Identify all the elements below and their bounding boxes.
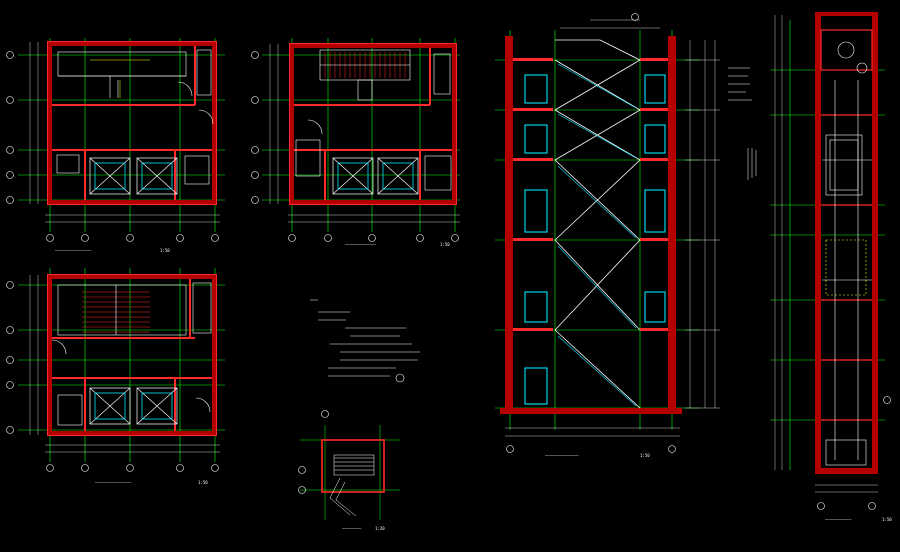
plan-top-left: ――――――――――――――― 1:50 bbox=[6, 38, 225, 253]
elevator-shaft-title: ――――――――――― bbox=[825, 517, 852, 522]
plan-bottom-left-scale: 1:50 bbox=[198, 480, 208, 485]
stair-section-title: ―――――――――――――― bbox=[545, 453, 579, 458]
level-legend bbox=[728, 67, 757, 180]
plan-top-left-scale: 1:50 bbox=[160, 248, 170, 253]
plan-top-mid-title: ――――――――――――― bbox=[345, 242, 377, 247]
plan-top-mid-scale: 1:50 bbox=[440, 242, 450, 247]
detail-small: ―――――――― 1:20 bbox=[298, 410, 400, 531]
plan-bottom-left: ――――――――――――――― 1:50 bbox=[6, 268, 225, 485]
detail-title: ―――――――― bbox=[342, 526, 362, 531]
stair-section: ―――――――――――――― 1:50 bbox=[495, 13, 720, 458]
detail-scale: 1:20 bbox=[375, 526, 385, 531]
stair-section-scale: 1:50 bbox=[640, 453, 650, 458]
elevator-shaft-scale: 1:50 bbox=[882, 517, 892, 522]
elevator-shaft-section: ――――――――――― 1:50 bbox=[770, 12, 892, 522]
plan-bottom-left-title: ――――――――――――――― bbox=[95, 480, 132, 485]
design-notes bbox=[310, 299, 420, 383]
plan-top-mid: ――――――――――――― 1:50 bbox=[251, 38, 460, 247]
plan-top-left-title: ――――――――――――――― bbox=[55, 248, 92, 253]
